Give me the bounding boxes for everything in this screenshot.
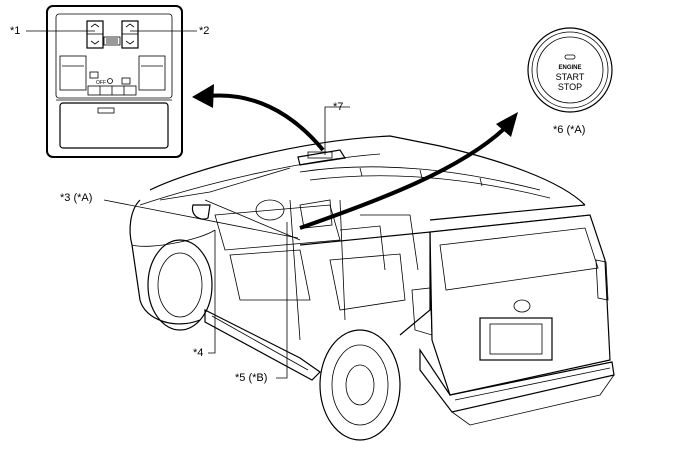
rear-wheel — [319, 329, 401, 441]
steering-wheel — [255, 199, 285, 221]
right-tail-lamp — [595, 259, 609, 301]
callout-1: *1 — [10, 25, 20, 37]
leader-7 — [324, 106, 350, 155]
leader-4 — [208, 230, 216, 354]
leader-5 — [276, 222, 288, 379]
start-label: START — [556, 72, 585, 82]
license-plate-area — [479, 317, 553, 361]
callout-3: *3 (*A) — [60, 192, 92, 204]
off-label: OFF — [96, 80, 106, 86]
callout-5: *5 (*B) — [235, 372, 267, 384]
emblem — [513, 299, 531, 313]
side-step — [204, 309, 321, 381]
inset-arrow — [192, 84, 325, 152]
right-map-lamp-lens — [138, 55, 166, 91]
start-button-arrow — [299, 112, 518, 230]
rear-window — [439, 227, 599, 291]
outside-mirror — [191, 204, 211, 220]
engine-start-stop-switch: ENGINE START STOP — [527, 27, 613, 113]
callout-6: *6 (*A) — [553, 124, 585, 136]
left-map-lamp-lens — [59, 55, 87, 91]
overhead-console-inset: OFF — [46, 5, 183, 158]
right-map-lamp-switch — [121, 20, 139, 49]
callout-4: *4 — [193, 347, 203, 359]
rear-bumper — [419, 348, 615, 413]
back-door — [429, 214, 611, 396]
callout-2: *2 — [199, 25, 209, 37]
front-wheel — [147, 239, 213, 331]
engine-label: ENGINE — [558, 65, 581, 71]
sunglasses-holder — [59, 102, 169, 149]
vehicle-body — [129, 135, 615, 441]
rear-side-window — [329, 253, 406, 311]
left-tail-lamp — [411, 287, 433, 336]
leader-3 — [103, 199, 299, 239]
left-map-lamp-switch — [86, 20, 104, 49]
instrument-panel — [214, 204, 341, 251]
stop-label: STOP — [558, 82, 582, 92]
